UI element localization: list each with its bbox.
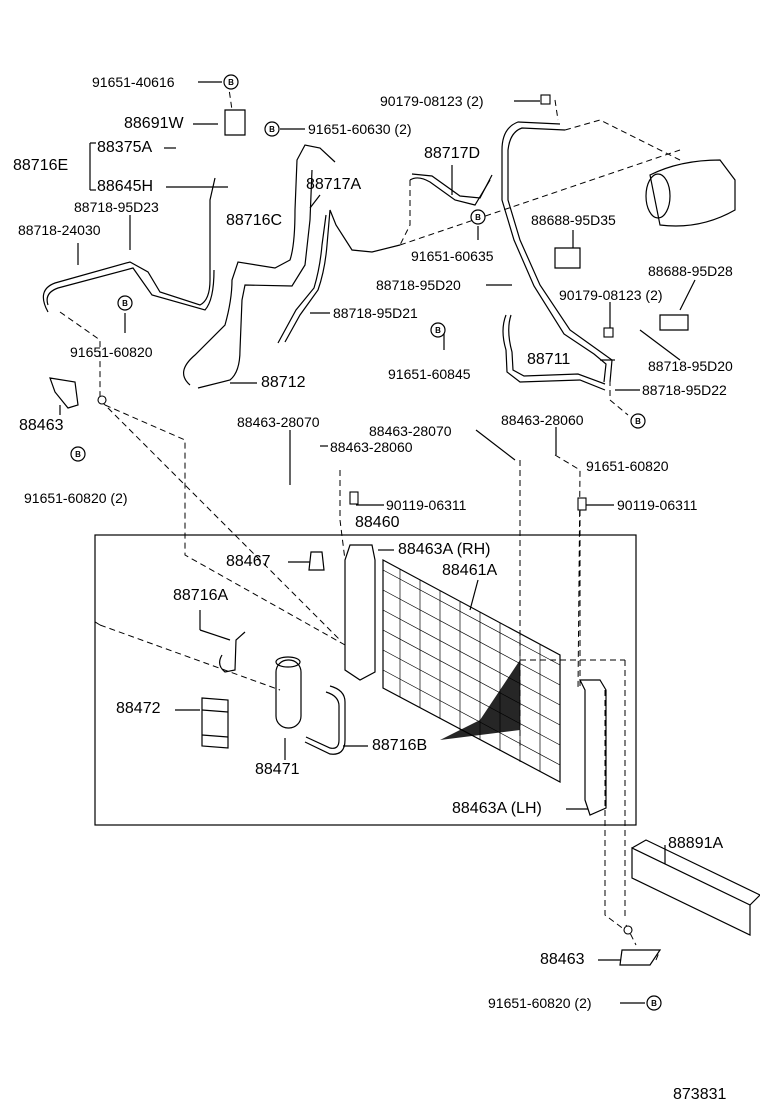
bolt-marker-icon	[117, 295, 133, 311]
label-88718-95d20-b: 88718-95D20	[648, 358, 733, 374]
label-91651-60845: 91651-60845	[388, 366, 471, 382]
label-88688-95d35: 88688-95D35	[531, 212, 616, 228]
bolt-marker-icon	[630, 413, 646, 429]
label-88716e: 88716E	[13, 157, 69, 174]
label-88716c: 88716C	[226, 212, 283, 229]
label-88716a: 88716A	[173, 587, 229, 604]
label-88467: 88467	[226, 553, 271, 570]
label-91651-60635: 91651-60635	[411, 248, 494, 264]
label-88688-95d28: 88688-95D28	[648, 263, 733, 279]
bolt-marker-icon	[430, 322, 446, 338]
bolt-marker-icon	[223, 74, 239, 90]
label-91651-60820-a: 91651-60820	[70, 344, 153, 360]
label-88717d: 88717D	[424, 145, 481, 162]
label-88717a: 88717A	[306, 176, 362, 193]
label-88718-24030: 88718-24030	[18, 222, 101, 238]
label-88718-95d21: 88718-95D21	[333, 305, 418, 321]
label-88463a-rh: 88463A (RH)	[398, 541, 491, 558]
label-88471: 88471	[255, 761, 300, 778]
label-88645h: 88645H	[97, 178, 154, 195]
label-90179-08123-mid: 90179-08123 (2)	[559, 287, 663, 303]
bolt-marker-letter: B	[228, 78, 234, 87]
label-88463-28060-b: 88463-28060	[501, 412, 584, 428]
label-90119-06311-a: 90119-06311	[386, 497, 467, 513]
label-91651-60820-2a: 91651-60820 (2)	[24, 490, 128, 506]
label-88718-95d23: 88718-95D23	[74, 199, 159, 215]
label-88375a: 88375A	[97, 139, 153, 156]
label-88461a: 88461A	[442, 562, 498, 579]
label-91651-60820-b: 91651-60820	[586, 458, 669, 474]
bolt-marker-letter: B	[122, 299, 128, 308]
diagram-id: 873831	[673, 1086, 727, 1103]
label-88718-95d20-a: 88718-95D20	[376, 277, 461, 293]
label-88463-28070-b: 88463-28070	[369, 423, 452, 439]
label-88460: 88460	[355, 514, 400, 531]
label-88691w: 88691W	[124, 115, 184, 132]
bolt-marker-letter: B	[435, 326, 441, 335]
bolt-marker-letter: B	[635, 417, 641, 426]
label-88463-bottom: 88463	[540, 951, 585, 968]
bolt-marker-letter: B	[475, 213, 481, 222]
label-88463-28070-a: 88463-28070	[237, 414, 320, 430]
bolt-marker-letter: B	[75, 450, 81, 459]
bolt-marker-letter: B	[651, 999, 657, 1008]
label-88716b: 88716B	[372, 737, 428, 754]
label-88463-28060-a: 88463-28060	[330, 439, 413, 455]
label-91651-60630: 91651-60630 (2)	[308, 121, 412, 137]
label-88711: 88711	[527, 351, 571, 368]
label-88463a-lh: 88463A (LH)	[452, 800, 542, 817]
bolt-marker-letter: B	[269, 125, 275, 134]
label-88718-95d22: 88718-95D22	[642, 382, 727, 398]
bolt-marker-icon	[264, 121, 280, 137]
label-90119-06311-b: 90119-06311	[617, 497, 698, 513]
label-88463-left: 88463	[19, 417, 64, 434]
bolt-marker-icon	[646, 995, 662, 1011]
label-88712: 88712	[261, 374, 306, 391]
bolt-marker-icon	[470, 209, 486, 225]
label-88472: 88472	[116, 700, 161, 717]
label-91651-60820-2b: 91651-60820 (2)	[488, 995, 592, 1011]
bolt-marker-icon	[70, 446, 86, 462]
label-88891a: 88891A	[668, 835, 724, 852]
label-90179-08123-top: 90179-08123 (2)	[380, 93, 484, 109]
label-91651-40616: 91651-40616	[92, 74, 175, 90]
